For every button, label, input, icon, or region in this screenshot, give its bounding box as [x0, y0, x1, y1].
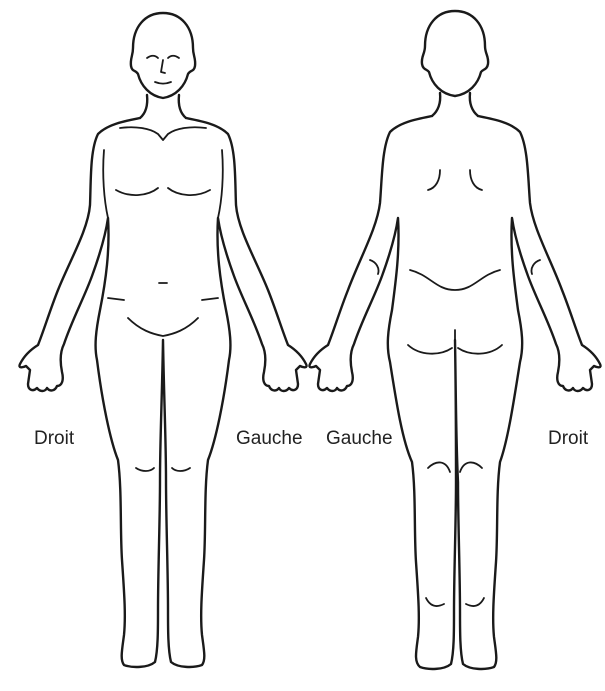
back-shoulder-blades	[428, 170, 482, 190]
back-lower-back	[410, 270, 500, 290]
front-hip-creases	[108, 298, 218, 300]
front-left-eye	[147, 56, 158, 58]
back-head	[422, 11, 488, 96]
front-figure	[19, 13, 306, 667]
back-left-label: Gauche	[326, 429, 393, 448]
front-groin	[128, 318, 198, 336]
back-right-label: Droit	[548, 429, 588, 448]
front-right-eye	[168, 56, 179, 58]
front-right-label: Droit	[34, 429, 74, 448]
front-nose	[161, 60, 165, 73]
front-inner-arms	[103, 150, 223, 218]
front-clavicles	[120, 127, 206, 140]
back-body-outline	[309, 116, 600, 669]
front-body-outline	[19, 118, 306, 667]
front-head	[131, 13, 195, 98]
front-mouth	[155, 82, 171, 84]
front-left-label: Gauche	[236, 429, 303, 448]
front-chest	[116, 188, 210, 195]
front-knees	[136, 468, 190, 471]
back-figure	[309, 11, 600, 669]
